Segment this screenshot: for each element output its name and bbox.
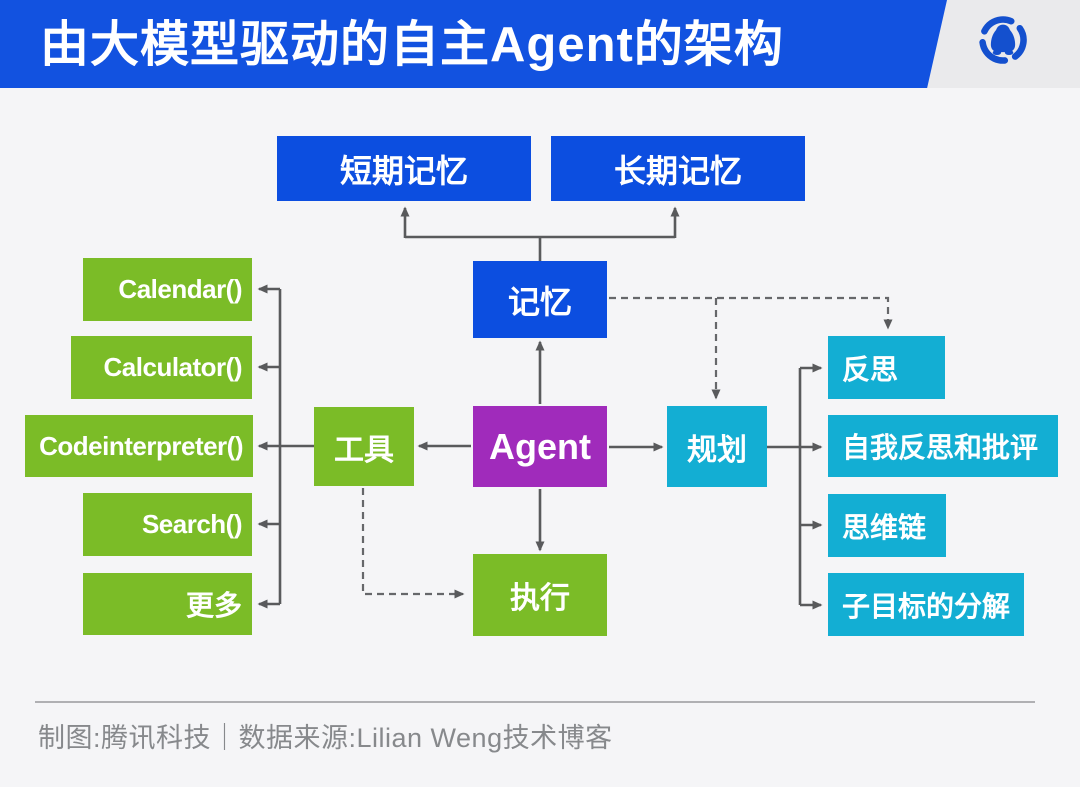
planning-item-self-critique: 自我反思和批评	[828, 415, 1058, 477]
tool-item-label: Codeinterpreter()	[39, 430, 243, 461]
planning-item-reflection: 反思	[828, 336, 945, 399]
node-label: 规划	[687, 433, 747, 467]
planning-item-label: 思维链	[842, 511, 927, 543]
tool-item-codeinterpreter: Codeinterpreter()	[25, 415, 253, 477]
node-action: 执行	[473, 554, 607, 636]
planning-item-label: 子目标的分解	[842, 590, 1011, 622]
footer-credit: 制图:腾讯科技｜数据来源:Lilian Weng技术博客	[38, 723, 613, 753]
tool-item-search: Search()	[83, 493, 252, 556]
node-planning: 规划	[667, 406, 767, 487]
planning-item-label: 自我反思和批评	[842, 432, 1039, 463]
tool-item-calendar: Calendar()	[83, 258, 252, 321]
node-agent: Agent	[473, 406, 607, 487]
planning-item-chain-of-thought: 思维链	[828, 494, 946, 557]
node-memory: 记忆	[473, 261, 607, 338]
node-label: 工具	[334, 433, 394, 467]
banner-background-shape	[0, 0, 947, 88]
node-label: 执行	[510, 582, 570, 615]
planning-item-label: 反思	[842, 353, 899, 385]
tool-item-label: Calendar()	[118, 274, 242, 304]
node-label: 记忆	[507, 283, 572, 320]
tencent-news-logo-icon	[975, 12, 1031, 68]
node-short-term-memory: 短期记忆	[277, 136, 531, 201]
banner: 由大模型驱动的自主Agent的架构	[0, 0, 1080, 88]
tool-item-label: Search()	[141, 509, 243, 539]
tool-item-label: Calculator()	[103, 352, 243, 382]
tool-item-calculator: Calculator()	[71, 336, 252, 399]
tool-item-label: 更多	[185, 590, 242, 621]
planning-item-subgoal-decomposition: 子目标的分解	[828, 573, 1024, 636]
node-label: 长期记忆	[613, 152, 742, 189]
node-tools: 工具	[314, 407, 414, 486]
page-title: 由大模型驱动的自主Agent的架构	[40, 18, 784, 72]
footer-divider	[35, 701, 1035, 703]
node-label: 短期记忆	[339, 152, 468, 189]
node-long-term-memory: 长期记忆	[551, 136, 805, 201]
node-label: Agent	[489, 425, 591, 467]
tool-item-more: 更多	[83, 573, 252, 635]
